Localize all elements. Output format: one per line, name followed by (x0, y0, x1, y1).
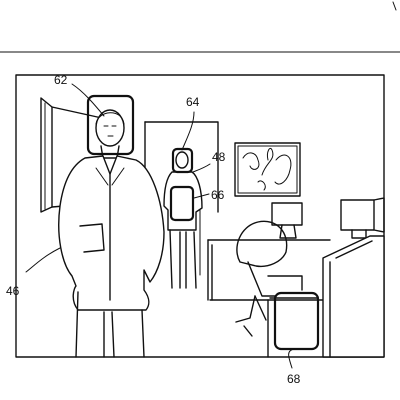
label-46: 46 (6, 284, 20, 298)
label-64: 64 (186, 95, 200, 109)
wall-picture (234, 142, 301, 197)
corner-tick-mark (392, 1, 397, 11)
body-box-66 (169, 185, 195, 222)
label-62: 62 (54, 73, 68, 87)
leader-46 (25, 247, 61, 273)
back-monitors (271, 197, 385, 239)
person-foreground (58, 109, 165, 358)
leader-64 (181, 111, 195, 151)
face-box-62 (86, 94, 135, 156)
office-desk-area (207, 220, 331, 337)
leader-66 (193, 193, 210, 199)
leader-48 (192, 163, 211, 173)
leader-68 (288, 348, 296, 369)
label-48: 48 (212, 150, 226, 164)
object-box-68 (273, 291, 320, 351)
label-66: 66 (211, 188, 225, 202)
foreground-monitor (322, 235, 385, 358)
leader-62 (71, 83, 105, 117)
label-68: 68 (287, 372, 301, 386)
computer-tower (267, 297, 319, 358)
